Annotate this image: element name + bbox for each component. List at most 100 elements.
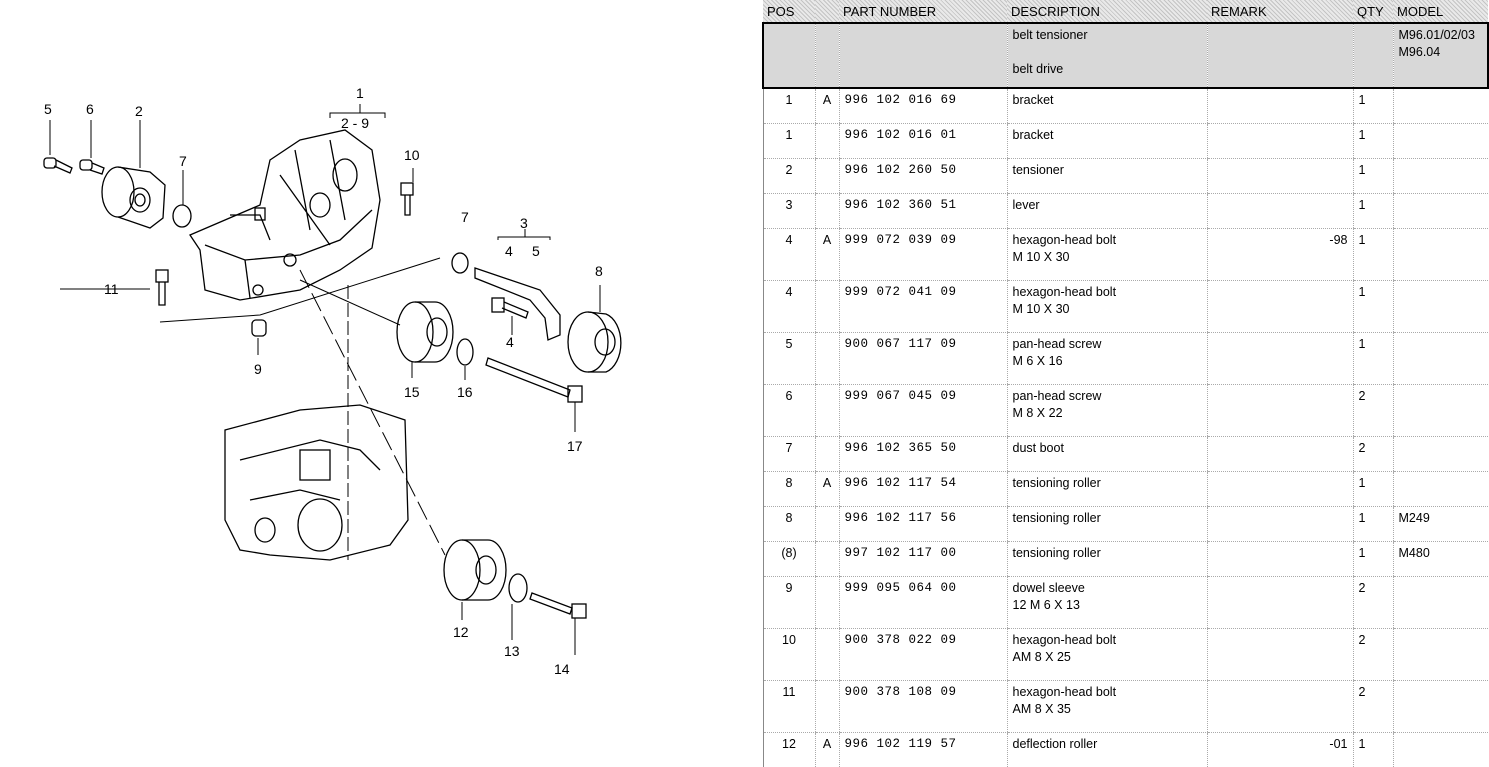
description-line-2: AM 8 X 25 [1012, 650, 1071, 664]
callout-13: 13 [504, 643, 520, 659]
sleeve-9-drawing [251, 319, 267, 337]
cell-pos: 3 [762, 193, 815, 229]
cell-remark [1206, 332, 1353, 385]
cell-remark [1206, 506, 1353, 542]
header-qty[interactable]: QTY [1353, 0, 1393, 24]
cell-remark [1206, 123, 1353, 159]
cell-part-number: 999 072 041 09 [838, 280, 1007, 333]
cell-flag [814, 123, 839, 159]
callout-3: 3 [520, 215, 528, 231]
cell-part-number: 996 102 360 51 [838, 193, 1007, 229]
washer-16-drawing [456, 338, 474, 366]
cell-qty: 1 [1352, 280, 1393, 333]
description-line-1: tensioner [1012, 163, 1064, 177]
bolt-10-drawing [400, 182, 414, 216]
tensioner-drawing [101, 166, 166, 229]
cell-model: M249 [1392, 506, 1488, 542]
description-line-2: M 8 X 22 [1012, 406, 1063, 420]
cell-pos: 11 [762, 680, 815, 733]
table-row[interactable]: 11 900 378 108 09 hexagon-head bolt AM 8 X … [762, 680, 1488, 733]
description-line-1: hexagon-head bolt [1012, 685, 1117, 699]
cell-model [1392, 471, 1488, 507]
header-model[interactable]: MODEL [1393, 0, 1488, 24]
cell-description: tensioning roller [1006, 541, 1207, 577]
callout-4-group: 4 [505, 243, 513, 259]
cell-remark: -01 [1206, 732, 1353, 767]
cell-part-number: 900 378 108 09 [838, 680, 1007, 733]
description-line-1: bracket [1012, 93, 1054, 107]
description-line-1: tensioning roller [1012, 546, 1101, 560]
description-line-1: pan-head screw [1012, 389, 1102, 403]
cell-pos: 9 [762, 576, 815, 629]
cell-qty: 2 [1352, 576, 1393, 629]
description-line-1: dust boot [1012, 441, 1064, 455]
cell-qty: 2 [1352, 680, 1393, 733]
description-line-1: hexagon-head bolt [1012, 633, 1117, 647]
header-part-number[interactable]: PART NUMBER [839, 0, 1007, 24]
callout-7-right: 7 [461, 209, 469, 225]
header-description[interactable]: DESCRIPTION [1007, 0, 1207, 24]
description-line-1: tensioning roller [1012, 476, 1101, 490]
cell-qty: 2 [1352, 436, 1393, 472]
callout-15: 15 [404, 384, 420, 400]
parts-table-panel: POS PART NUMBER DESCRIPTION REMARK QTY M… [762, 0, 1489, 767]
cell-description: deflection roller [1006, 732, 1207, 767]
bolt-17-drawing [485, 357, 583, 403]
callout-4: 4 [506, 334, 514, 350]
cell-flag: A [814, 471, 839, 507]
bolt-11-drawing [155, 269, 169, 306]
callout-2: 2 [135, 103, 143, 119]
roller-12-drawing [443, 539, 507, 601]
cell-part-number: 996 102 016 01 [838, 123, 1007, 159]
bolt-14-drawing [529, 592, 587, 619]
description-line-1: dowel sleeve [1012, 581, 1085, 595]
cell-part-number: 996 102 365 50 [838, 436, 1007, 472]
group-desc-2: belt drive [1012, 62, 1064, 76]
callout-1: 1 [356, 85, 364, 101]
cell-part-number: 996 102 117 54 [838, 471, 1007, 507]
exploded-parts-diagram: 1 2 - 9 2 3 4 5 4 5 6 7 7 8 9 10 11 12 1… [43, 85, 622, 677]
callout-5-group: 5 [532, 243, 540, 259]
cell-pos: 8 [762, 506, 815, 542]
description-line-2: AM 8 X 35 [1012, 702, 1071, 716]
cell-qty: 1 [1352, 506, 1393, 542]
washer-13-drawing [508, 573, 528, 603]
cell-remark [1206, 576, 1353, 629]
cell-part-number: 996 102 117 56 [838, 506, 1007, 542]
description-line-1: lever [1012, 198, 1040, 212]
group-model: M96.01/02/03 M96.04 [1392, 22, 1489, 89]
cell-qty: 1 [1352, 541, 1393, 577]
cell-description: bracket [1006, 123, 1207, 159]
cell-pos: 8 [762, 471, 815, 507]
group-row-belt-tensioner[interactable]: belt tensioner belt drive M96.01/02/03 M… [762, 22, 1489, 89]
engine-block-drawing [224, 404, 409, 561]
bracket-drawing [189, 129, 381, 301]
description-line-1: deflection roller [1012, 737, 1098, 751]
cell-remark [1206, 384, 1353, 437]
cell-description: dust boot [1006, 436, 1207, 472]
cell-pos: 4 [762, 228, 815, 281]
parts-table: POS PART NUMBER DESCRIPTION REMARK QTY M… [762, 0, 1489, 767]
screws-5-6-drawing [43, 157, 105, 175]
cell-part-number: 996 102 016 69 [838, 88, 1007, 124]
header-pos[interactable]: POS [763, 0, 815, 24]
cell-description: tensioning roller [1006, 506, 1207, 542]
cell-model [1392, 384, 1488, 437]
header-remark[interactable]: REMARK [1207, 0, 1353, 24]
